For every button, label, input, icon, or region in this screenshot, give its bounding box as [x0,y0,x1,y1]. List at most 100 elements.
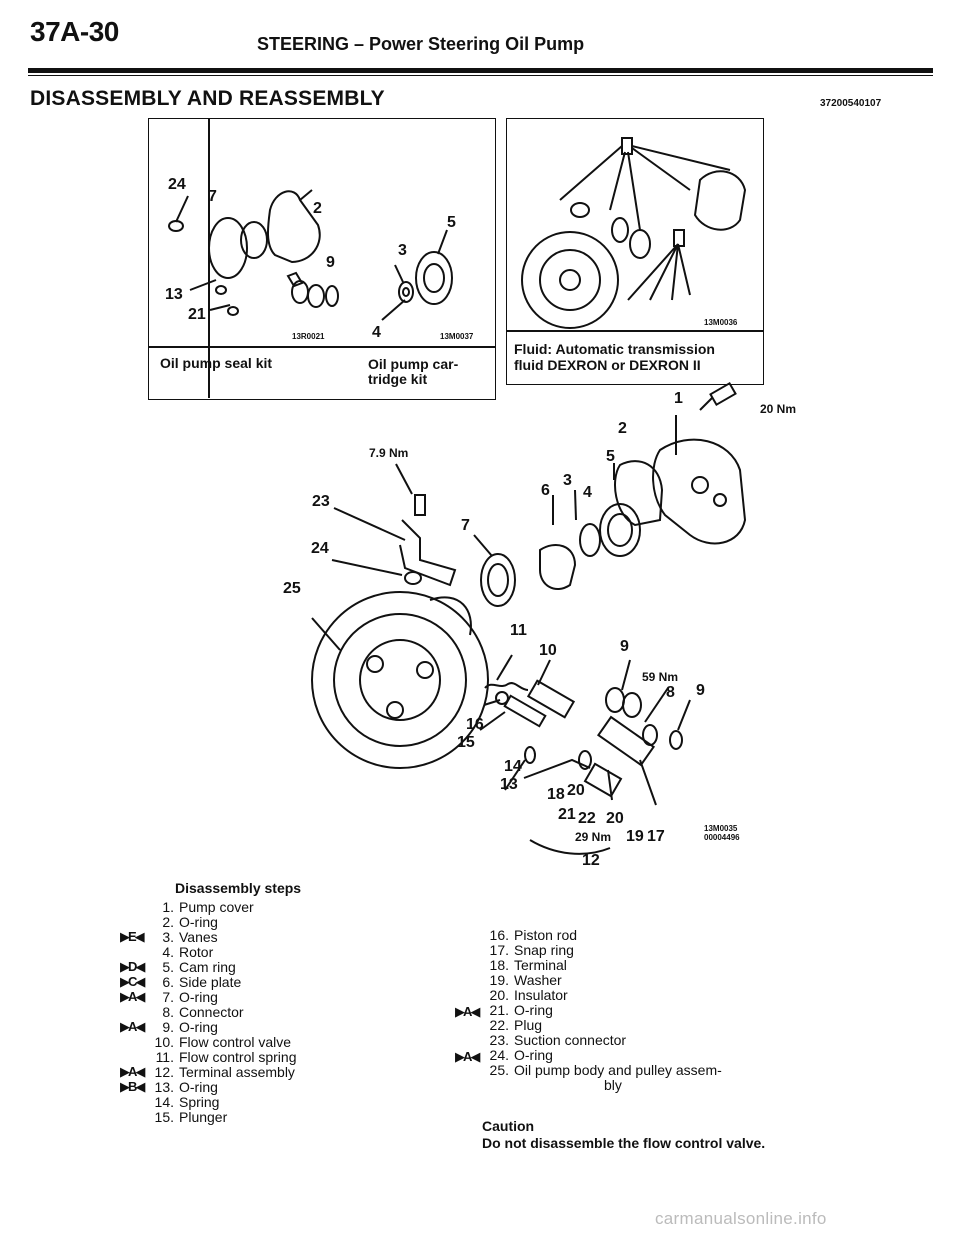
torque-29nm: 29 Nm [575,830,612,844]
mark-b: ▶B◀ [120,1079,145,1094]
kit-table-row-divider [148,346,495,348]
callout-1: 1 [674,390,683,407]
callout-21-main: 21 [558,806,576,823]
callout-9-main: 9 [620,638,629,655]
list-item: 14.Spring [154,1094,220,1110]
callout-15: 15 [457,734,475,751]
list-item: 7.O-ring [162,989,218,1005]
list-item: 5.Cam ring [162,959,236,975]
list-item: 15.Plunger [154,1109,228,1125]
list-item-continuation: bly [604,1077,622,1093]
list-item: 24.O-ring [489,1047,553,1063]
list-item: 10.Flow control valve [154,1034,292,1050]
callout-7-main: 7 [461,517,470,534]
fluid-box-divider [506,330,763,332]
mark-a-9: ▶A◀ [120,1019,145,1034]
fluid-line2: fluid DEXRON or DEXRON II [514,357,701,373]
list-item: 6.Side plate [162,974,242,990]
caution-heading: Caution [482,1118,535,1134]
callout-11: 11 [510,622,527,639]
callout-13: 13 [165,286,183,303]
list-item: 17.Snap ring [489,942,574,958]
list-item: 25.Oil pump body and pulley assem- [489,1062,722,1078]
watermark: carmanualsonline.info [655,1209,827,1228]
caution-text: Do not disassemble the flow control valv… [482,1135,766,1151]
mark-c: ▶C◀ [120,974,145,989]
mark-e: ▶E◀ [120,929,145,944]
callout-14: 14 [504,758,522,775]
callout-3-main: 3 [563,472,572,489]
list-item: 23.Suction connector [489,1032,627,1048]
fluid-line1: Fluid: Automatic transmission [514,341,715,357]
callout-18: 18 [547,786,565,803]
list-item: 12.Terminal assembly [154,1064,295,1080]
cartridge-kit-label-line2: tridge kit [368,371,428,387]
callout-20: 20 [567,782,585,799]
callout-9: 9 [326,254,335,271]
mark-a-24: ▶A◀ [455,1049,480,1064]
seal-kit-code: 13R0021 [292,332,325,341]
torque-7-9nm: 7.9 Nm [369,446,409,460]
list-item: 13.O-ring [154,1079,218,1095]
callout-4-kit: 4 [372,324,381,341]
callout-21: 21 [188,306,206,323]
callout-6: 6 [541,482,550,499]
list-item: 3.Vanes [162,929,218,945]
list-item: 20.Insulator [489,987,568,1003]
steps-title: Disassembly steps [175,880,302,896]
callout-10: 10 [539,642,557,659]
header-rule [28,68,933,73]
list-item: 19.Washer [489,972,562,988]
callout-8: 8 [666,684,675,701]
mark-a-21: ▶A◀ [455,1004,480,1019]
callout-9-second: 9 [696,682,705,699]
list-item: 18.Terminal [489,957,567,973]
diagram-code-2: 00004496 [704,833,740,842]
callout-23: 23 [312,493,330,510]
page-code: 37A-30 [30,16,119,47]
kit-table [148,118,496,400]
callout-22: 22 [578,810,596,827]
callout-4-main: 4 [583,484,592,501]
callout-25: 25 [283,580,301,597]
callout-5-kit: 5 [447,214,456,231]
callout-5-main: 5 [606,448,615,465]
callout-19: 19 [626,828,644,845]
callout-3-kit: 3 [398,242,407,259]
seal-kit-label: Oil pump seal kit [160,355,273,371]
mark-a-13: ▶A◀ [120,1064,145,1079]
list-item: 1.Pump cover [162,899,254,915]
torque-20nm: 20 Nm [760,402,797,416]
callout-7: 7 [208,188,217,205]
header-rule-thin [28,75,933,76]
list-item: 21.O-ring [489,1002,553,1018]
callout-24: 24 [168,176,186,193]
kit-table-divider [208,118,210,398]
fluid-box [506,118,764,385]
list-item: 22.Plug [489,1017,543,1033]
steps-left-list: 1.Pump cover 2.O-ring 3.Vanes 4.Rotor 5.… [152,900,297,1125]
figure-code: 37200540107 [820,98,882,109]
mark-a-7: ▶A◀ [120,989,145,1004]
callout-24-main: 24 [311,540,329,557]
list-item: 4.Rotor [162,944,214,960]
mark-d: ▶D◀ [120,959,145,974]
list-item: 2.O-ring [162,914,218,930]
callout-2-main: 2 [618,420,627,437]
callout-12: 12 [582,852,600,869]
callout-17: 17 [647,828,665,845]
list-item: 11.Flow control spring [155,1049,297,1065]
list-item: 9.O-ring [162,1019,218,1035]
torque-59nm: 59 Nm [642,670,679,684]
list-item: 16.Piston rod [489,927,578,943]
list-item: 8.Connector [162,1004,244,1020]
cartridge-kit-code: 13M0037 [440,332,474,341]
callout-2: 2 [313,200,322,217]
steps-right-list: 16.Piston rod 17.Snap ring 18.Terminal 1… [487,928,722,1093]
section-title: DISASSEMBLY AND REASSEMBLY [30,87,385,110]
fluid-figure-code: 13M0036 [704,318,738,327]
callout-13-main: 13 [500,776,518,793]
page-title: STEERING – Power Steering Oil Pump [257,34,585,54]
cartridge-kit-label-line1: Oil pump car- [368,356,459,372]
